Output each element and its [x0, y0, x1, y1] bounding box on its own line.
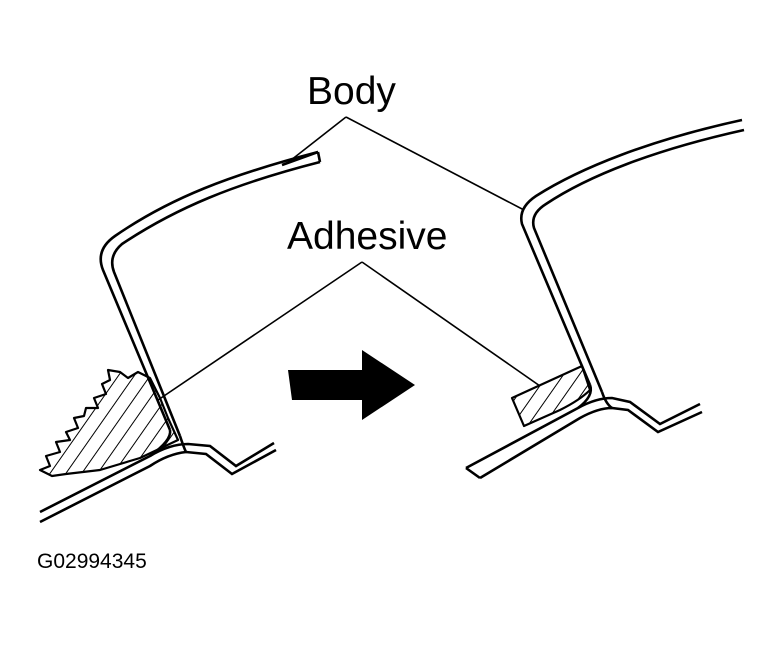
after-illustration — [465, 118, 745, 480]
leader-body-right — [345, 116, 525, 211]
body-panel-left-inner — [110, 160, 321, 437]
body-panel-right-inner — [531, 128, 745, 393]
adhesive-bead-excess — [38, 368, 180, 478]
leader-adhesive-left — [157, 261, 363, 401]
flange-right-cap — [465, 466, 481, 480]
flange-right-inner — [479, 406, 703, 480]
leader-adhesive-right — [361, 261, 541, 387]
body-panel-right-outer — [520, 118, 743, 386]
right-arrow-icon — [288, 350, 415, 420]
body-label: Body — [307, 70, 396, 113]
body-panel-left-outer — [99, 150, 319, 431]
before-illustration — [38, 150, 322, 524]
flange-right-outer — [465, 396, 701, 470]
leader-body-left — [285, 116, 347, 165]
adhesive-label: Adhesive — [287, 215, 448, 258]
panel-to-flange-right — [577, 384, 613, 410]
flange-left-inner — [39, 448, 277, 524]
panel-to-flange-left — [149, 429, 188, 458]
figure-code: G02994345 — [37, 550, 147, 573]
leader-lines — [157, 116, 541, 401]
